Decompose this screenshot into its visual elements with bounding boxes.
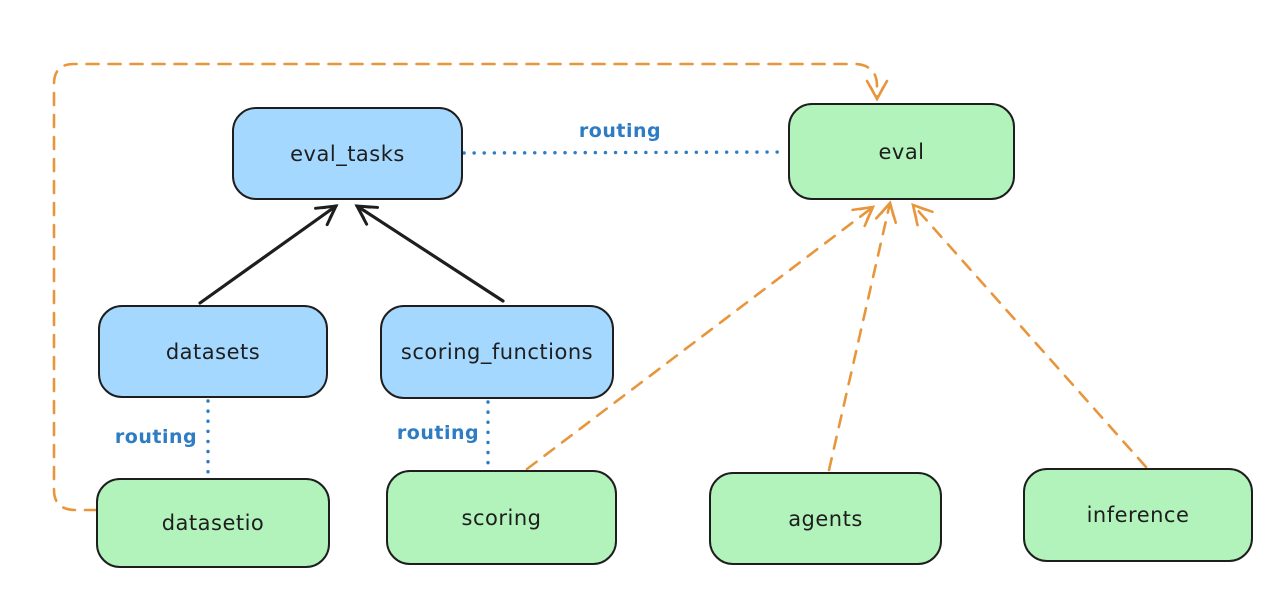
edge-scoring-to-eval — [525, 205, 876, 471]
node-eval: eval — [788, 103, 1015, 200]
node-datasetio-label: datasetio — [161, 511, 265, 535]
node-eval-tasks-label: eval_tasks — [290, 141, 405, 166]
node-scoring-label: scoring — [461, 505, 542, 530]
node-datasets-label: datasets — [165, 339, 261, 364]
node-inference-label: inference — [1086, 503, 1190, 527]
node-inference: inference — [1023, 468, 1253, 562]
edge-inference-to-eval — [911, 202, 1148, 469]
node-agents-label: agents — [788, 506, 863, 531]
node-datasetio: datasetio — [96, 478, 330, 568]
edge-label-routing-datasets-datasetio: routing — [111, 426, 201, 448]
edge-scoring-functions-to-eval-tasks — [354, 204, 505, 303]
edge-datasets-to-eval-tasks — [198, 204, 339, 305]
edge-label-routing-eval-tasks-eval: routing — [575, 120, 665, 142]
edge-eval-tasks-to-eval-routing — [462, 150, 787, 155]
node-datasets: datasets — [98, 305, 328, 398]
node-scoring-functions: scoring_functions — [380, 305, 614, 399]
node-agents: agents — [709, 472, 942, 565]
edge-agents-to-eval — [827, 200, 898, 472]
node-eval-tasks: eval_tasks — [232, 107, 463, 200]
edge-label-routing-scoring-functions-scoring: routing — [393, 422, 483, 444]
node-scoring-functions-label: scoring_functions — [400, 340, 594, 364]
node-scoring: scoring — [386, 470, 617, 565]
node-eval-label: eval — [878, 139, 925, 164]
